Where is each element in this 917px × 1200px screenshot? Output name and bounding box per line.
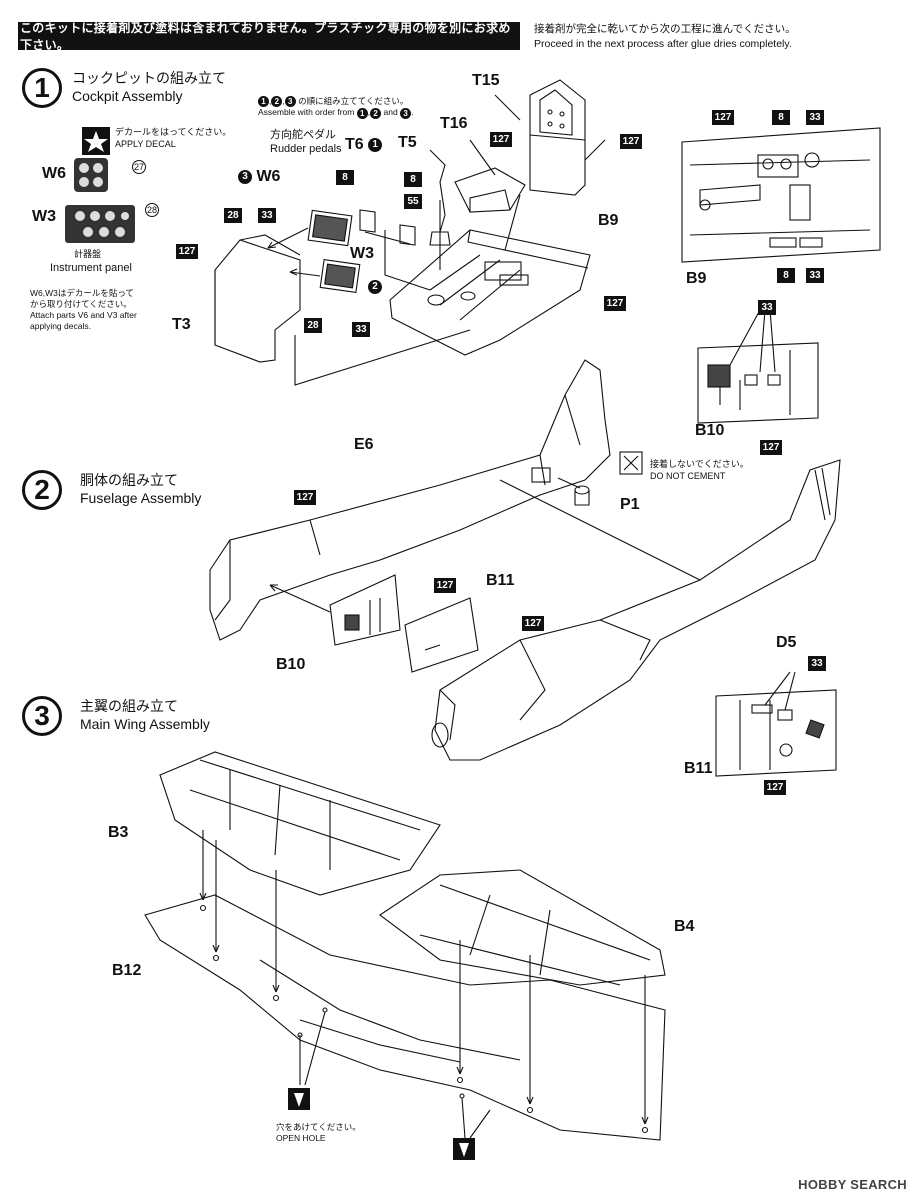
hobby-search-watermark: HOBBY SEARCH — [798, 1177, 907, 1192]
glue-dry-note-jp: 接着剤が完全に乾いてから次の工程に進んでください。 — [534, 23, 796, 35]
rudder-pedals-jp: 方向舵ペダル — [270, 129, 336, 141]
part-b12-label: B12 — [112, 962, 142, 979]
paint-33-w3: 33 — [352, 322, 370, 337]
paint-55-stick: 55 — [404, 194, 422, 209]
attach-note-jp-2: から取り付けてください。 — [30, 299, 132, 309]
paint-127-seat: 127 — [490, 132, 512, 147]
order-marker-1: 1 — [258, 96, 269, 108]
part-b3-label: B3 — [108, 824, 129, 841]
no-cement-note: 接着しないでください。 DO NOT CEMENT — [650, 458, 749, 482]
order-note-en: Assemble with order from — [258, 107, 355, 118]
attach-note: W6,W3はデカールを貼って から取り付けてください。 Attach parts… — [30, 288, 137, 332]
paint-28-top: 28 — [224, 208, 242, 223]
part-t6-text: T6 — [345, 136, 364, 153]
part-t3-label: T3 — [172, 316, 191, 333]
glue-dry-note: 接着剤が完全に乾いてから次の工程に進んでください。 Proceed in the… — [534, 22, 796, 52]
order-marker-t6: 1 — [368, 137, 383, 152]
paint-33-b11-detail: 33 — [808, 656, 826, 671]
instrument-panel-en: Instrument panel — [50, 262, 132, 274]
paint-127-b10: 127 — [434, 578, 456, 593]
step-1-title-en: Cockpit Assembly — [72, 88, 183, 104]
order-marker-1b: 1 — [356, 107, 368, 119]
paint-127-d5: 127 — [522, 616, 544, 631]
rudder-pedals-en: Rudder pedals — [270, 143, 342, 155]
step-3-title-en: Main Wing Assembly — [80, 716, 210, 732]
no-cement-jp: 接着しないでください。 — [650, 459, 749, 469]
paint-33-b10-detail: 33 — [758, 300, 776, 315]
glue-dry-note-en: Proceed in the next process after glue d… — [534, 38, 792, 50]
paint-127-floor: 127 — [604, 296, 626, 311]
instrument-panel-caption: 計器盤 — [74, 248, 101, 260]
instrument-panel-jp: 計器盤 — [74, 249, 102, 259]
order-note-and: and — [383, 107, 398, 118]
paint-8-stick: 8 — [404, 172, 422, 187]
paint-33-b9-detail: 33 — [806, 110, 824, 125]
paint-127-b9-detail: 127 — [712, 110, 734, 125]
paint-33-w6: 33 — [258, 208, 276, 223]
decal-28-marker: 28 — [145, 203, 159, 217]
part-e6-label: E6 — [354, 436, 374, 453]
part-t6-label: T6 1 — [345, 136, 383, 154]
part-w6-label: W6 — [42, 165, 66, 182]
step-2-title-en: Fuselage Assembly — [80, 490, 202, 506]
apply-decal-jp: デカールをはってください。 — [115, 127, 232, 137]
paint-8-b9-bottom: 8 — [777, 268, 795, 283]
part-t15-label: T15 — [472, 72, 500, 89]
part-d5-label: D5 — [776, 634, 797, 651]
part-w3-assembly-label: W3 — [350, 245, 374, 262]
open-hole-en: OPEN HOLE — [276, 1133, 326, 1143]
order-marker-2: 2 — [271, 96, 283, 108]
open-hole-jp: 穴をあけてください。 — [276, 1122, 361, 1132]
apply-decal-note: デカールをはってください。 APPLY DECAL — [115, 126, 231, 150]
part-b9-detail-label: B9 — [686, 270, 707, 287]
step-3-title-jp: 主翼の組み立て — [80, 698, 178, 714]
warning-banner: このキットに接着剤及び塗料は含まれておりません。プラスチック専用の物を別にお求め… — [18, 21, 520, 52]
part-w6b-text: W6 — [256, 168, 281, 185]
order-marker-3: 3 — [284, 96, 296, 108]
order-marker-2b: 2 — [370, 107, 382, 119]
paint-127-b11-detail: 127 — [764, 780, 786, 795]
apply-decal-en: APPLY DECAL — [115, 139, 176, 149]
paint-127-e6: 127 — [294, 490, 316, 505]
decal-27-marker: 27 — [132, 160, 146, 174]
open-hole-note: 穴をあけてください。 OPEN HOLE — [276, 1122, 361, 1144]
part-b10-label: B10 — [276, 656, 306, 673]
paint-127-b10-detail: 127 — [760, 440, 782, 455]
part-w6-assembly-label: 3 W6 — [238, 168, 280, 186]
order-marker-3b: 3 — [400, 107, 412, 119]
assembly-order-note: 1,2,3 の順に組み立ててください。 Assemble with order … — [258, 96, 414, 119]
part-b11-label: B11 — [486, 572, 515, 589]
part-b9-label: B9 — [598, 212, 619, 229]
order-marker-w3: 2 — [368, 278, 382, 296]
paint-127-t3: 127 — [176, 244, 198, 259]
attach-note-jp-1: W6,W3はデカールを貼って — [30, 288, 134, 298]
part-t5-label: T5 — [398, 134, 417, 151]
order-marker-2-w3: 2 — [368, 279, 382, 294]
step-2-title-jp: 胴体の組み立て — [80, 472, 178, 488]
order-note-jp: の順に組み立ててください。 — [298, 96, 409, 106]
part-b10-detail-label: B10 — [695, 422, 725, 439]
part-p1-label: P1 — [620, 496, 640, 513]
attach-note-en-2: applying decals. — [30, 321, 91, 331]
step-1-number: 1 — [22, 68, 62, 108]
part-w3-label: W3 — [32, 208, 56, 225]
step-3-number: 3 — [22, 696, 62, 736]
no-cement-en: DO NOT CEMENT — [650, 471, 726, 481]
paint-8-b9-detail: 8 — [772, 110, 790, 125]
paint-28-bottom: 28 — [304, 318, 322, 333]
paint-127-seatback: 127 — [620, 134, 642, 149]
rudder-pedals-caption: 方向舵ペダル Rudder pedals — [270, 128, 342, 156]
order-marker-w6: 3 — [238, 169, 252, 184]
step-1-title-jp: コックピットの組み立て — [72, 70, 226, 86]
paint-8-pedals: 8 — [336, 170, 354, 185]
part-b4-label: B4 — [674, 918, 695, 935]
part-b11-detail-label: B11 — [684, 760, 713, 777]
step-2-number: 2 — [22, 470, 62, 510]
attach-note-en-1: Attach parts V6 and V3 after — [30, 310, 137, 320]
part-t16-label: T16 — [440, 115, 468, 132]
paint-33-b9-bottom: 33 — [806, 268, 824, 283]
